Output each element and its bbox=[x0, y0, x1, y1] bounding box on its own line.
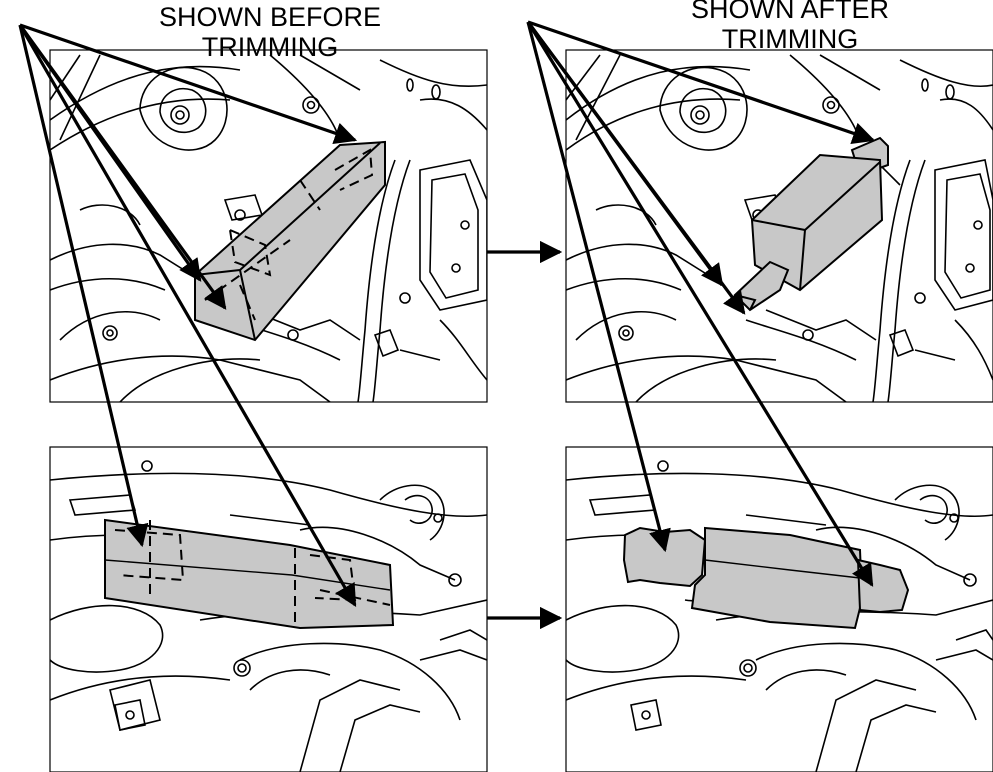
panel-top-before bbox=[49, 49, 488, 403]
leader-arrows-before bbox=[18, 23, 358, 607]
caption-after-trimming: SHOWN AFTER TRIMMING bbox=[640, 0, 940, 54]
panel-bottom-after bbox=[565, 446, 993, 772]
panel-bottom-before bbox=[49, 446, 488, 772]
panel-top-after bbox=[565, 49, 993, 403]
caption-before-line2: TRIMMING bbox=[201, 32, 339, 62]
caption-before-line1: SHOWN BEFORE bbox=[158, 2, 381, 32]
process-arrows bbox=[487, 240, 563, 630]
caption-after-line2: TRIMMING bbox=[721, 24, 859, 54]
caption-after-line1: SHOWN AFTER bbox=[690, 0, 889, 24]
caption-before-trimming: SHOWN BEFORE TRIMMING bbox=[120, 2, 420, 62]
leader-arrows-after bbox=[526, 20, 876, 587]
